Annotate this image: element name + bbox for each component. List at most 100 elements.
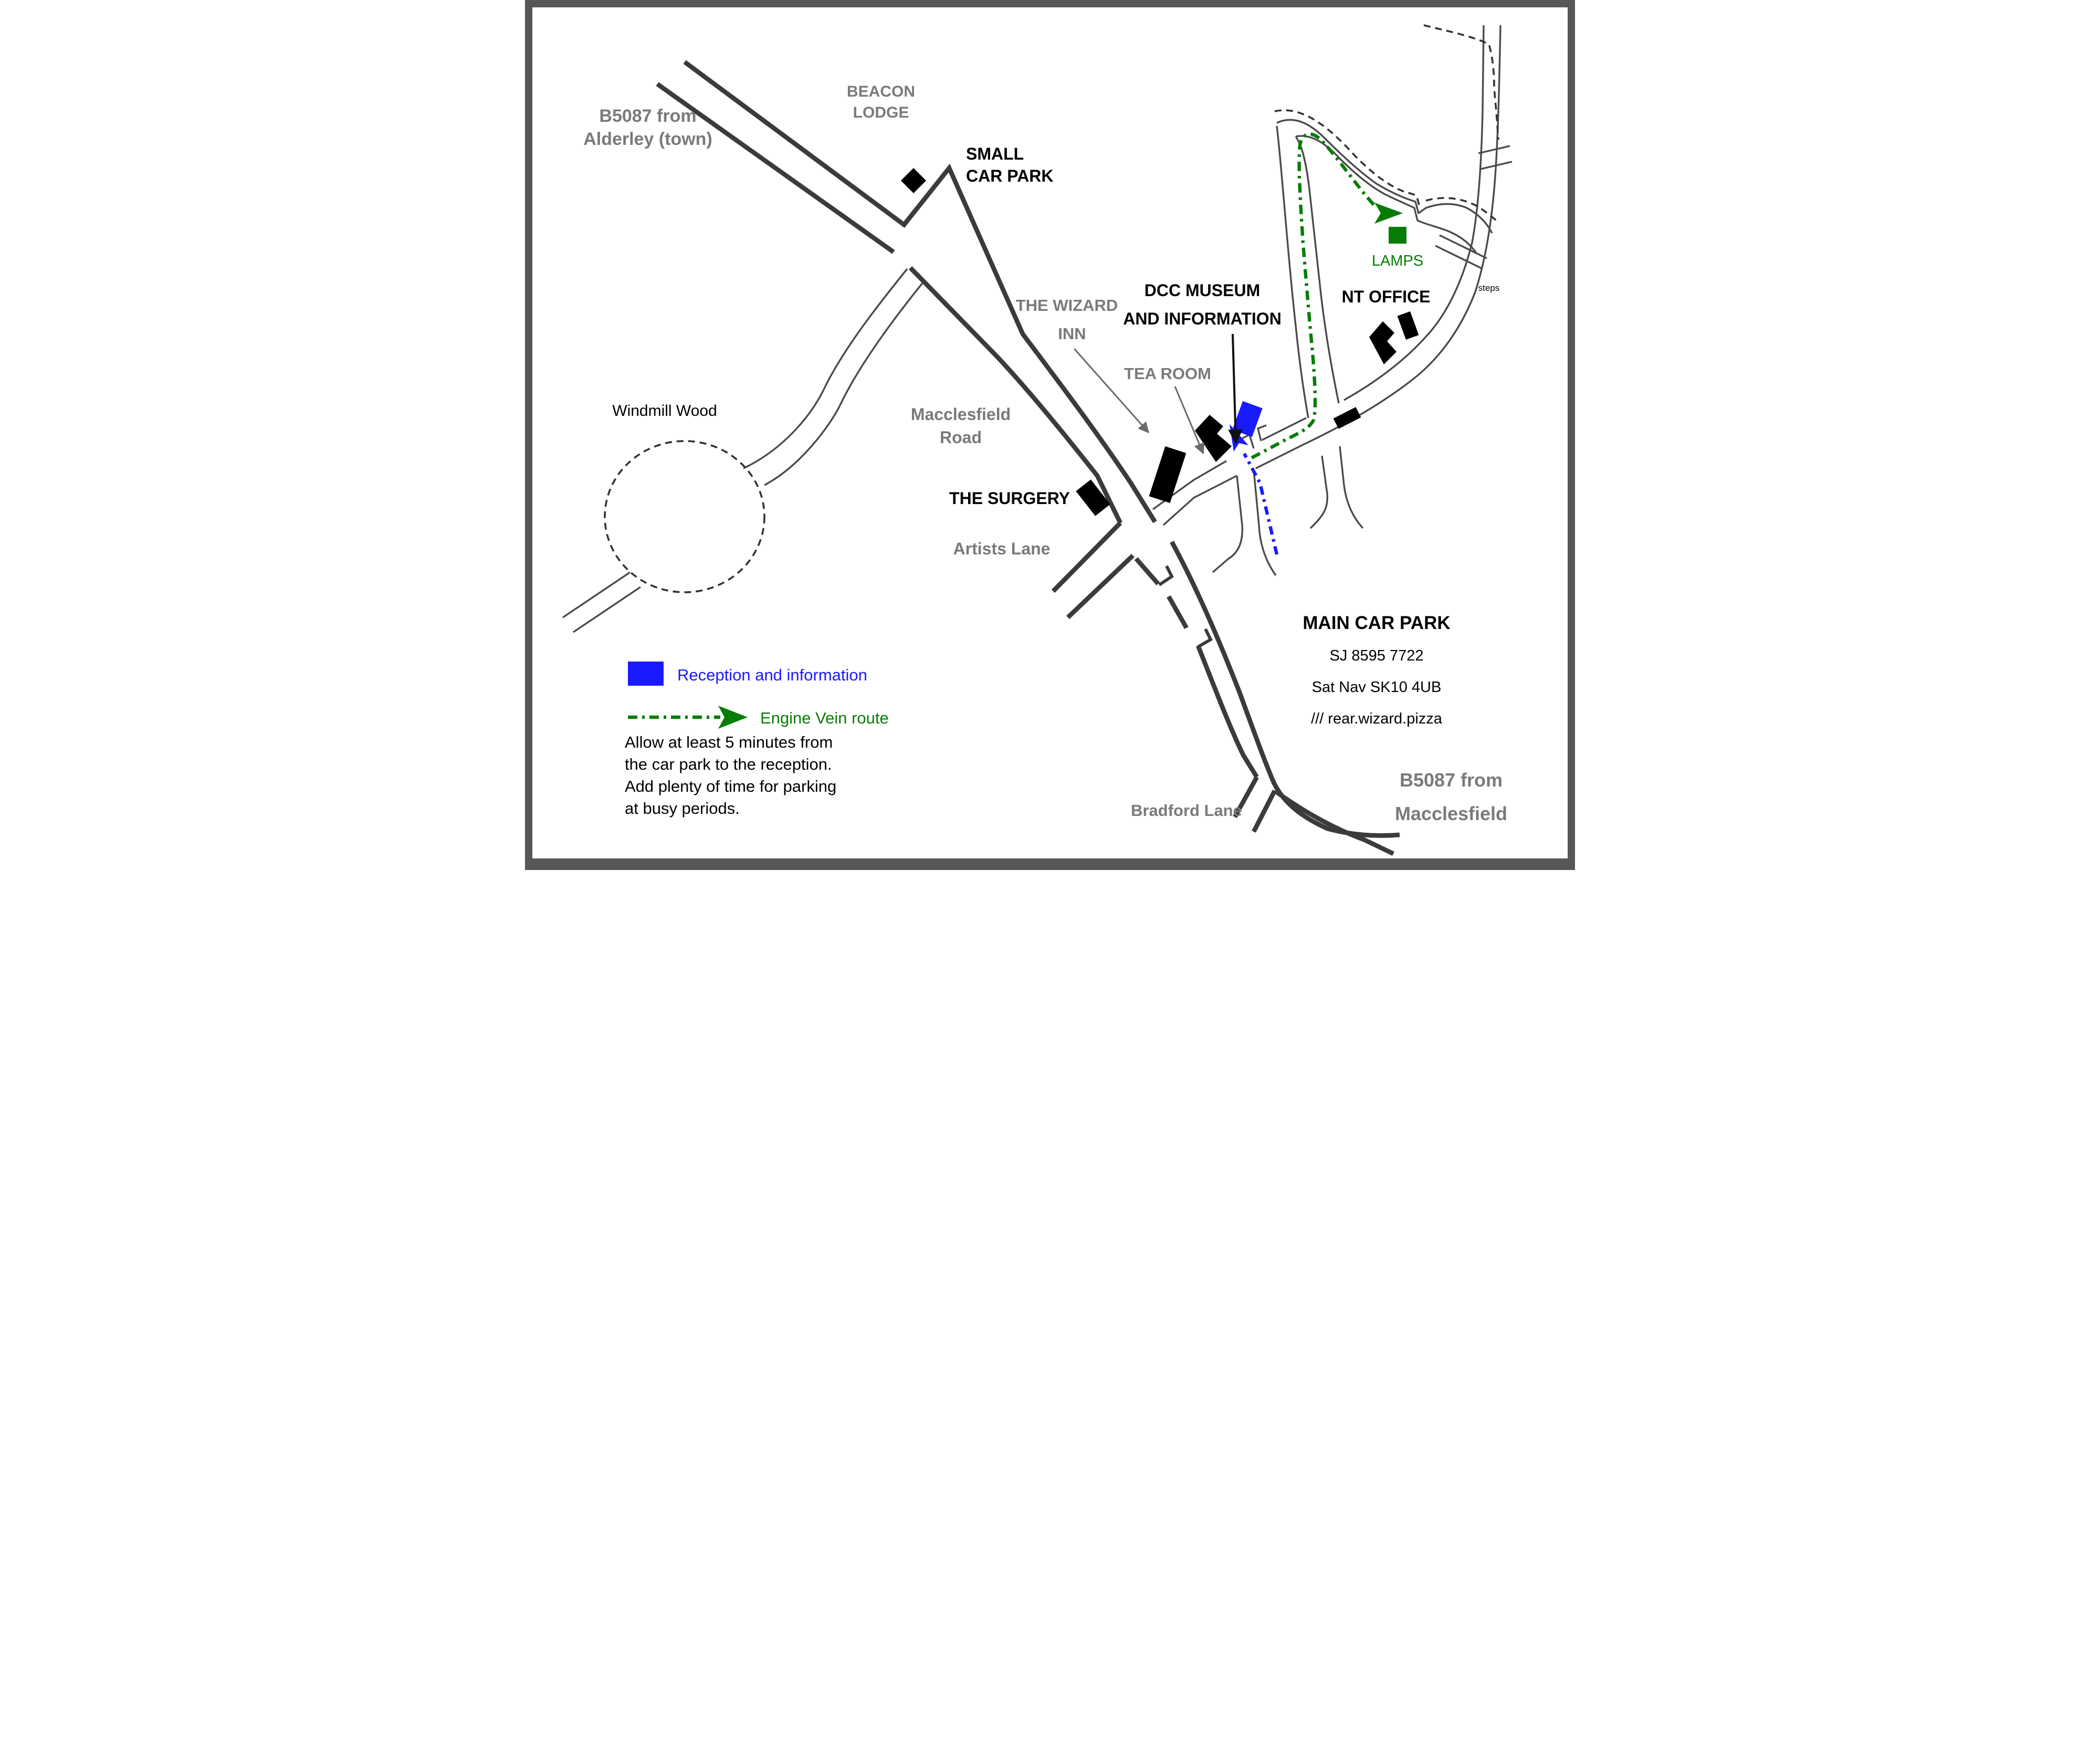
- top-road-north-casing: [1276, 119, 1493, 234]
- minor-roads: [562, 25, 1513, 633]
- wizard-inn-building: [1149, 446, 1186, 504]
- dcc-museum-label-line2: AND INFORMATION: [1123, 309, 1282, 328]
- second-entrance-lane-left: [1309, 455, 1329, 529]
- legend-reception-swatch: [628, 662, 664, 686]
- b5087-alderley-label-line2: Alderley (town): [583, 129, 712, 149]
- engine-vein-route-line: [1251, 132, 1376, 459]
- legend-engine-vein-label: Engine Vein route: [760, 709, 889, 727]
- note: Allow at least 5 minutes from the car pa…: [625, 733, 836, 817]
- top-footpath: [1274, 109, 1499, 224]
- note-line-1: Allow at least 5 minutes from: [625, 733, 833, 751]
- note-line-2: the car park to the reception.: [625, 755, 832, 773]
- the-surgery-label: THE SURGERY: [949, 489, 1070, 508]
- artists-lane-upper-casing: [1051, 521, 1122, 593]
- b5087-sw-casing-to-fork: [1195, 645, 1259, 779]
- reception-gate-stub-right: [1257, 424, 1267, 442]
- top-road-south-casing: [1295, 135, 1477, 254]
- tea-room-museum-building: [1195, 415, 1232, 462]
- main-car-park-sat-nav: Sat Nav SK10 4UB: [1312, 679, 1442, 696]
- b5087-south-casing-to-macclesfield: [1273, 789, 1394, 856]
- b5087-alderley-label-line1: B5087 from: [599, 106, 696, 126]
- lamps-label: LAMPS: [1372, 253, 1423, 269]
- dcc-museum-label-line1: DCC MUSEUM: [1144, 281, 1260, 300]
- b5087-macclesfield-label-line2: Macclesfield: [1395, 803, 1507, 824]
- legend-engine-vein-arrow-icon: [718, 706, 748, 729]
- main-car-park-grid-ref: SJ 8595 7722: [1330, 647, 1424, 664]
- b5087-sw-casing-mid: [908, 266, 1122, 524]
- macclesfield-road-label-line2: Road: [940, 428, 982, 447]
- beacon-lodge-label-line1: BEACON: [847, 83, 915, 100]
- reception-entrance-lane-right: [1253, 469, 1277, 576]
- car-park-to-reception-route-line: [1243, 453, 1279, 555]
- callout-arrows: [1073, 333, 1243, 455]
- main-car-park-title: MAIN CAR PARK: [1303, 613, 1450, 633]
- main-road-b5087: [656, 60, 1400, 856]
- engine-vein-route-arrow-icon: [1374, 203, 1403, 224]
- beacon-lodge-label-line2: LODGE: [853, 104, 909, 121]
- windmill-lane-exit-lower: [573, 586, 641, 633]
- car-park-entrance-stub-1: [1158, 565, 1174, 586]
- tea-room-label: TEA ROOM: [1124, 364, 1211, 383]
- wizard-inn-pointer-arrow: [1073, 348, 1150, 434]
- map-labels: B5087 from Alderley (town) BEACON LODGE …: [583, 83, 1507, 824]
- bradford-lane-west-casing: [1233, 775, 1259, 819]
- dcc-museum-pointer-arrow: [1228, 333, 1243, 444]
- note-line-4: at busy periods.: [625, 799, 740, 817]
- frame-right: [1568, 0, 1575, 870]
- track-crossbar-2: [1480, 161, 1513, 170]
- frame-left: [525, 0, 532, 870]
- nt-office-building-l: [1369, 321, 1396, 364]
- carpark-lane-nw-casing-b: [1262, 417, 1307, 441]
- track-crossbar-1: [1478, 145, 1510, 154]
- windmill-wood-boundary-loop: [604, 440, 765, 593]
- surgery-building: [1076, 479, 1110, 516]
- outbuilding: [1333, 407, 1361, 429]
- note-line-3: Add plenty of time for parking: [625, 777, 836, 795]
- small-car-park-label-line2: CAR PARK: [966, 166, 1054, 185]
- map-canvas: B5087 from Alderley (town) BEACON LODGE …: [525, 0, 1575, 870]
- b5087-sw-casing-upper: [656, 82, 895, 254]
- windmill-lane-upper: [743, 268, 908, 469]
- artists-lane-lower-casing: [1066, 553, 1135, 620]
- carpark-lane-se-casing-a: [1162, 475, 1237, 526]
- carpark-lane-nw-casing-upper-curve: [1343, 25, 1485, 401]
- lamps-building: [1389, 227, 1406, 244]
- beacon-lodge-building: [900, 167, 927, 194]
- nt-lane-left-casing: [1276, 125, 1309, 418]
- nt-office-label: NT OFFICE: [1342, 287, 1431, 306]
- artists-lane-label: Artists Lane: [953, 539, 1051, 558]
- steps-label: steps: [1478, 283, 1500, 293]
- frame-bottom: [525, 858, 1575, 870]
- car-park-entrance-stub-2: [1197, 628, 1213, 648]
- map-frame: [525, 0, 1575, 870]
- legend: Reception and information Engine Vein ro…: [628, 662, 889, 729]
- bradford-lane-label: Bradford Lane: [1131, 801, 1242, 820]
- windmill-wood-label: Windmill Wood: [612, 402, 717, 420]
- tea-room-pointer-arrow: [1174, 386, 1205, 455]
- frame-top: [525, 0, 1575, 7]
- nt-lane-right-casing: [1295, 135, 1340, 404]
- wizard-inn-label-line1: THE WIZARD: [1016, 296, 1118, 315]
- macclesfield-road-label-line1: Macclesfield: [911, 405, 1011, 424]
- reception-entrance-lane-left: [1212, 475, 1243, 573]
- top-right-footpath: [1423, 24, 1499, 140]
- carpark-lane-se-casing-upper-curve: [1255, 25, 1502, 469]
- b5087-macclesfield-label-line1: B5087 from: [1400, 769, 1503, 791]
- b5087-sw-casing-below-artists: [1134, 557, 1160, 585]
- steps-path-upper: [1439, 234, 1487, 259]
- visitor-map: B5087 from Alderley (town) BEACON LODGE …: [525, 0, 1575, 870]
- wizard-inn-label-line2: INN: [1058, 324, 1086, 343]
- b5087-ne-casing-with-small-car-park-loop: [683, 60, 1157, 523]
- footpaths: [604, 24, 1499, 593]
- windmill-lane-lower: [764, 281, 924, 486]
- main-car-park-what3words: /// rear.wizard.pizza: [1311, 710, 1443, 727]
- windmill-lane-exit-upper: [562, 571, 631, 619]
- reception-building: [1232, 401, 1263, 437]
- nt-office-building-small: [1397, 311, 1419, 340]
- small-car-park-label-line1: SMALL: [966, 144, 1024, 163]
- legend-reception-label: Reception and information: [677, 666, 867, 684]
- second-entrance-lane-right: [1339, 446, 1364, 529]
- steps-path-lower: [1435, 245, 1483, 270]
- bradford-lane-east-casing: [1252, 789, 1277, 833]
- b5087-sw-casing-between-entrances: [1167, 595, 1189, 630]
